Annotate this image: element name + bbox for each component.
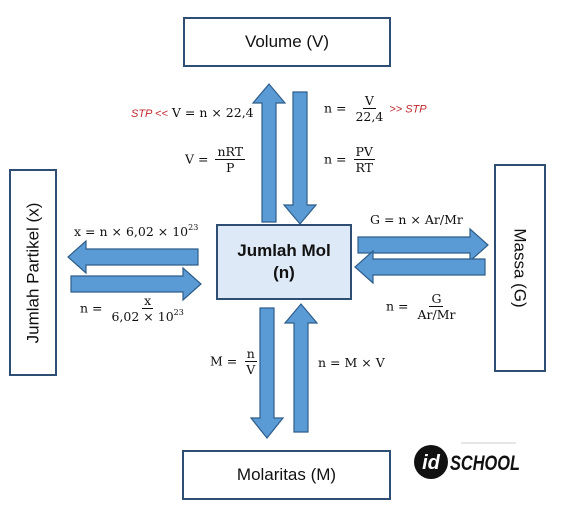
- arrow-from-partikel: [70, 266, 202, 302]
- molaritas-box: Molaritas (M): [182, 450, 391, 500]
- partikel-label: Jumlah Partikel (x): [23, 202, 43, 343]
- stp-right-label: >> STP: [389, 103, 427, 116]
- v-stp-text: V = n × 22,4: [171, 105, 254, 120]
- formula-m-n: M = n V: [210, 347, 257, 377]
- formula-n-x: n = x 6,02 × 1023: [80, 293, 186, 325]
- partikel-box: Jumlah Partikel (x): [9, 169, 57, 376]
- arrow-to-molaritas: [249, 307, 285, 439]
- n-mv-text: n = M × V: [318, 355, 385, 370]
- n-pv-denominator: RT: [355, 160, 374, 175]
- n-pv-numerator: PV: [353, 144, 375, 160]
- formula-v-stp: STP << V = n × 22,4: [131, 106, 254, 121]
- g-n-text: G = n × Ar/Mr: [370, 212, 463, 227]
- arrow-from-volume: [282, 91, 318, 225]
- formula-v-nrt: V = nRT P: [185, 144, 246, 175]
- arrow-to-partikel: [67, 239, 199, 275]
- massa-label: Massa (G): [511, 228, 530, 308]
- v-nrt-denominator: P: [226, 160, 235, 175]
- m-n-lhs: M =: [210, 353, 238, 369]
- logo-school-text: SCHOOL: [450, 452, 520, 475]
- n-g-lhs: n =: [386, 298, 409, 314]
- arrow-to-massa: [357, 227, 489, 263]
- jumlah-mol-label: Jumlah Mol: [237, 241, 331, 260]
- formula-x-n: x = n × 6,02 × 1023: [74, 223, 199, 239]
- arrow-from-massa: [354, 249, 486, 285]
- v-nrt-lhs: V =: [185, 151, 209, 167]
- idschool-logo: id SCHOOL: [414, 442, 520, 479]
- formula-n-stp: n = V 22,4 >> STP: [324, 93, 427, 125]
- formula-g-n: G = n × Ar/Mr: [370, 213, 463, 227]
- m-n-numerator: n: [244, 346, 257, 362]
- stp-left-label: STP <<: [131, 108, 168, 120]
- jumlah-mol-symbol: (n): [273, 263, 295, 282]
- n-x-den-exponent: 23: [173, 308, 184, 317]
- n-stp-lhs: n =: [324, 100, 347, 116]
- n-x-fraction: x 6,02 × 1023: [109, 293, 185, 325]
- x-n-exponent: 23: [188, 223, 199, 232]
- x-n-text: x = n × 6,02 × 10: [74, 224, 189, 239]
- volume-box: Volume (V): [183, 17, 391, 67]
- n-g-denominator: Ar/Mr: [417, 307, 456, 322]
- n-x-numerator: x: [142, 293, 154, 309]
- logo-id-text: id: [422, 452, 441, 474]
- arrow-from-molaritas: [283, 303, 319, 433]
- v-nrt-numerator: nRT: [215, 144, 246, 160]
- m-n-fraction: n V: [244, 347, 257, 377]
- n-stp-numerator: V: [362, 93, 376, 109]
- jumlah-mol-box: Jumlah Mol (n): [216, 224, 352, 300]
- n-x-lhs: n =: [80, 300, 103, 316]
- n-x-denominator: 6,02 × 1023: [109, 308, 185, 325]
- molaritas-label: Molaritas (M): [236, 465, 337, 484]
- massa-box: Massa (G): [494, 164, 546, 372]
- arrow-to-volume: [251, 83, 287, 223]
- n-stp-denominator: 22,4: [355, 109, 384, 124]
- n-stp-fraction: V 22,4: [353, 93, 385, 125]
- n-g-numerator: G: [429, 291, 444, 307]
- n-pv-lhs: n =: [324, 151, 347, 167]
- n-g-fraction: G Ar/Mr: [415, 291, 457, 323]
- m-n-denominator: V: [246, 362, 256, 377]
- volume-label: Volume (V): [244, 32, 330, 51]
- formula-n-g: n = G Ar/Mr: [386, 291, 457, 323]
- n-x-den-text: 6,02 × 10: [111, 309, 174, 324]
- formula-n-mv: n = M × V: [318, 356, 385, 370]
- n-pv-fraction: PV RT: [353, 145, 375, 175]
- v-nrt-fraction: nRT P: [215, 144, 246, 175]
- formula-n-pv: n = PV RT: [324, 145, 375, 175]
